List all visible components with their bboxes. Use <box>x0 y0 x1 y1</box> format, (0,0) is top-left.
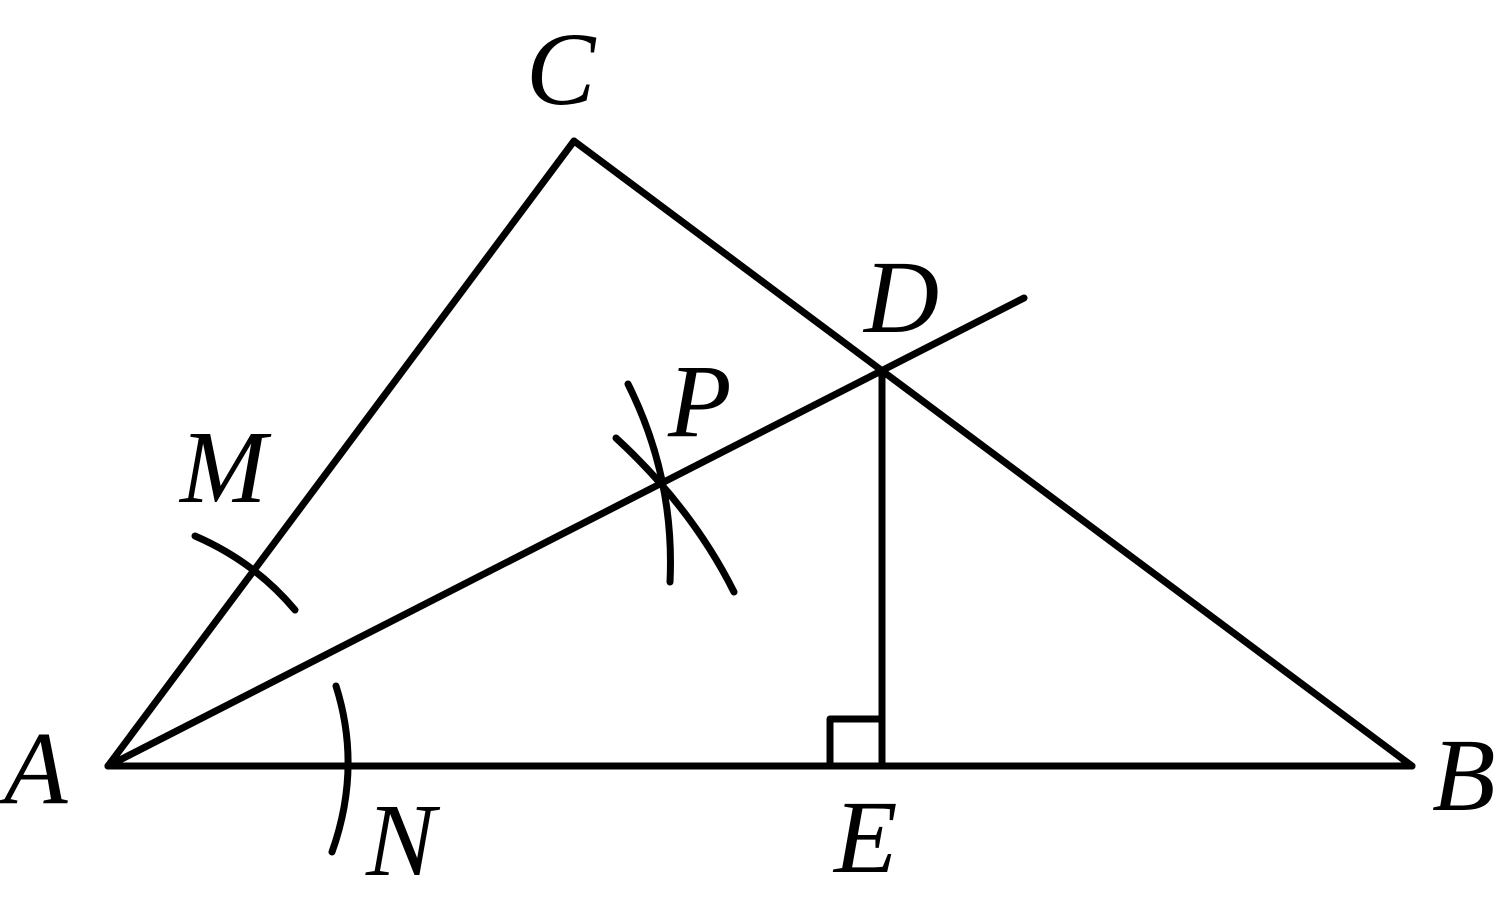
arc-mark-n <box>328 682 352 856</box>
label-b: B <box>1432 718 1496 833</box>
label-e: E <box>832 780 898 895</box>
segment-ac <box>104 137 578 770</box>
right-angle-mark <box>826 715 884 770</box>
label-a: A <box>0 711 68 826</box>
bisector-ray-ad <box>104 294 1028 770</box>
label-d: D <box>862 240 939 355</box>
arc-mark-m <box>191 532 299 614</box>
label-p: P <box>667 344 732 459</box>
label-c: C <box>526 12 597 127</box>
label-m: M <box>178 410 272 525</box>
arc-mark-p-lower <box>612 434 738 596</box>
segment-cb <box>570 137 1416 770</box>
label-n: N <box>365 783 441 898</box>
